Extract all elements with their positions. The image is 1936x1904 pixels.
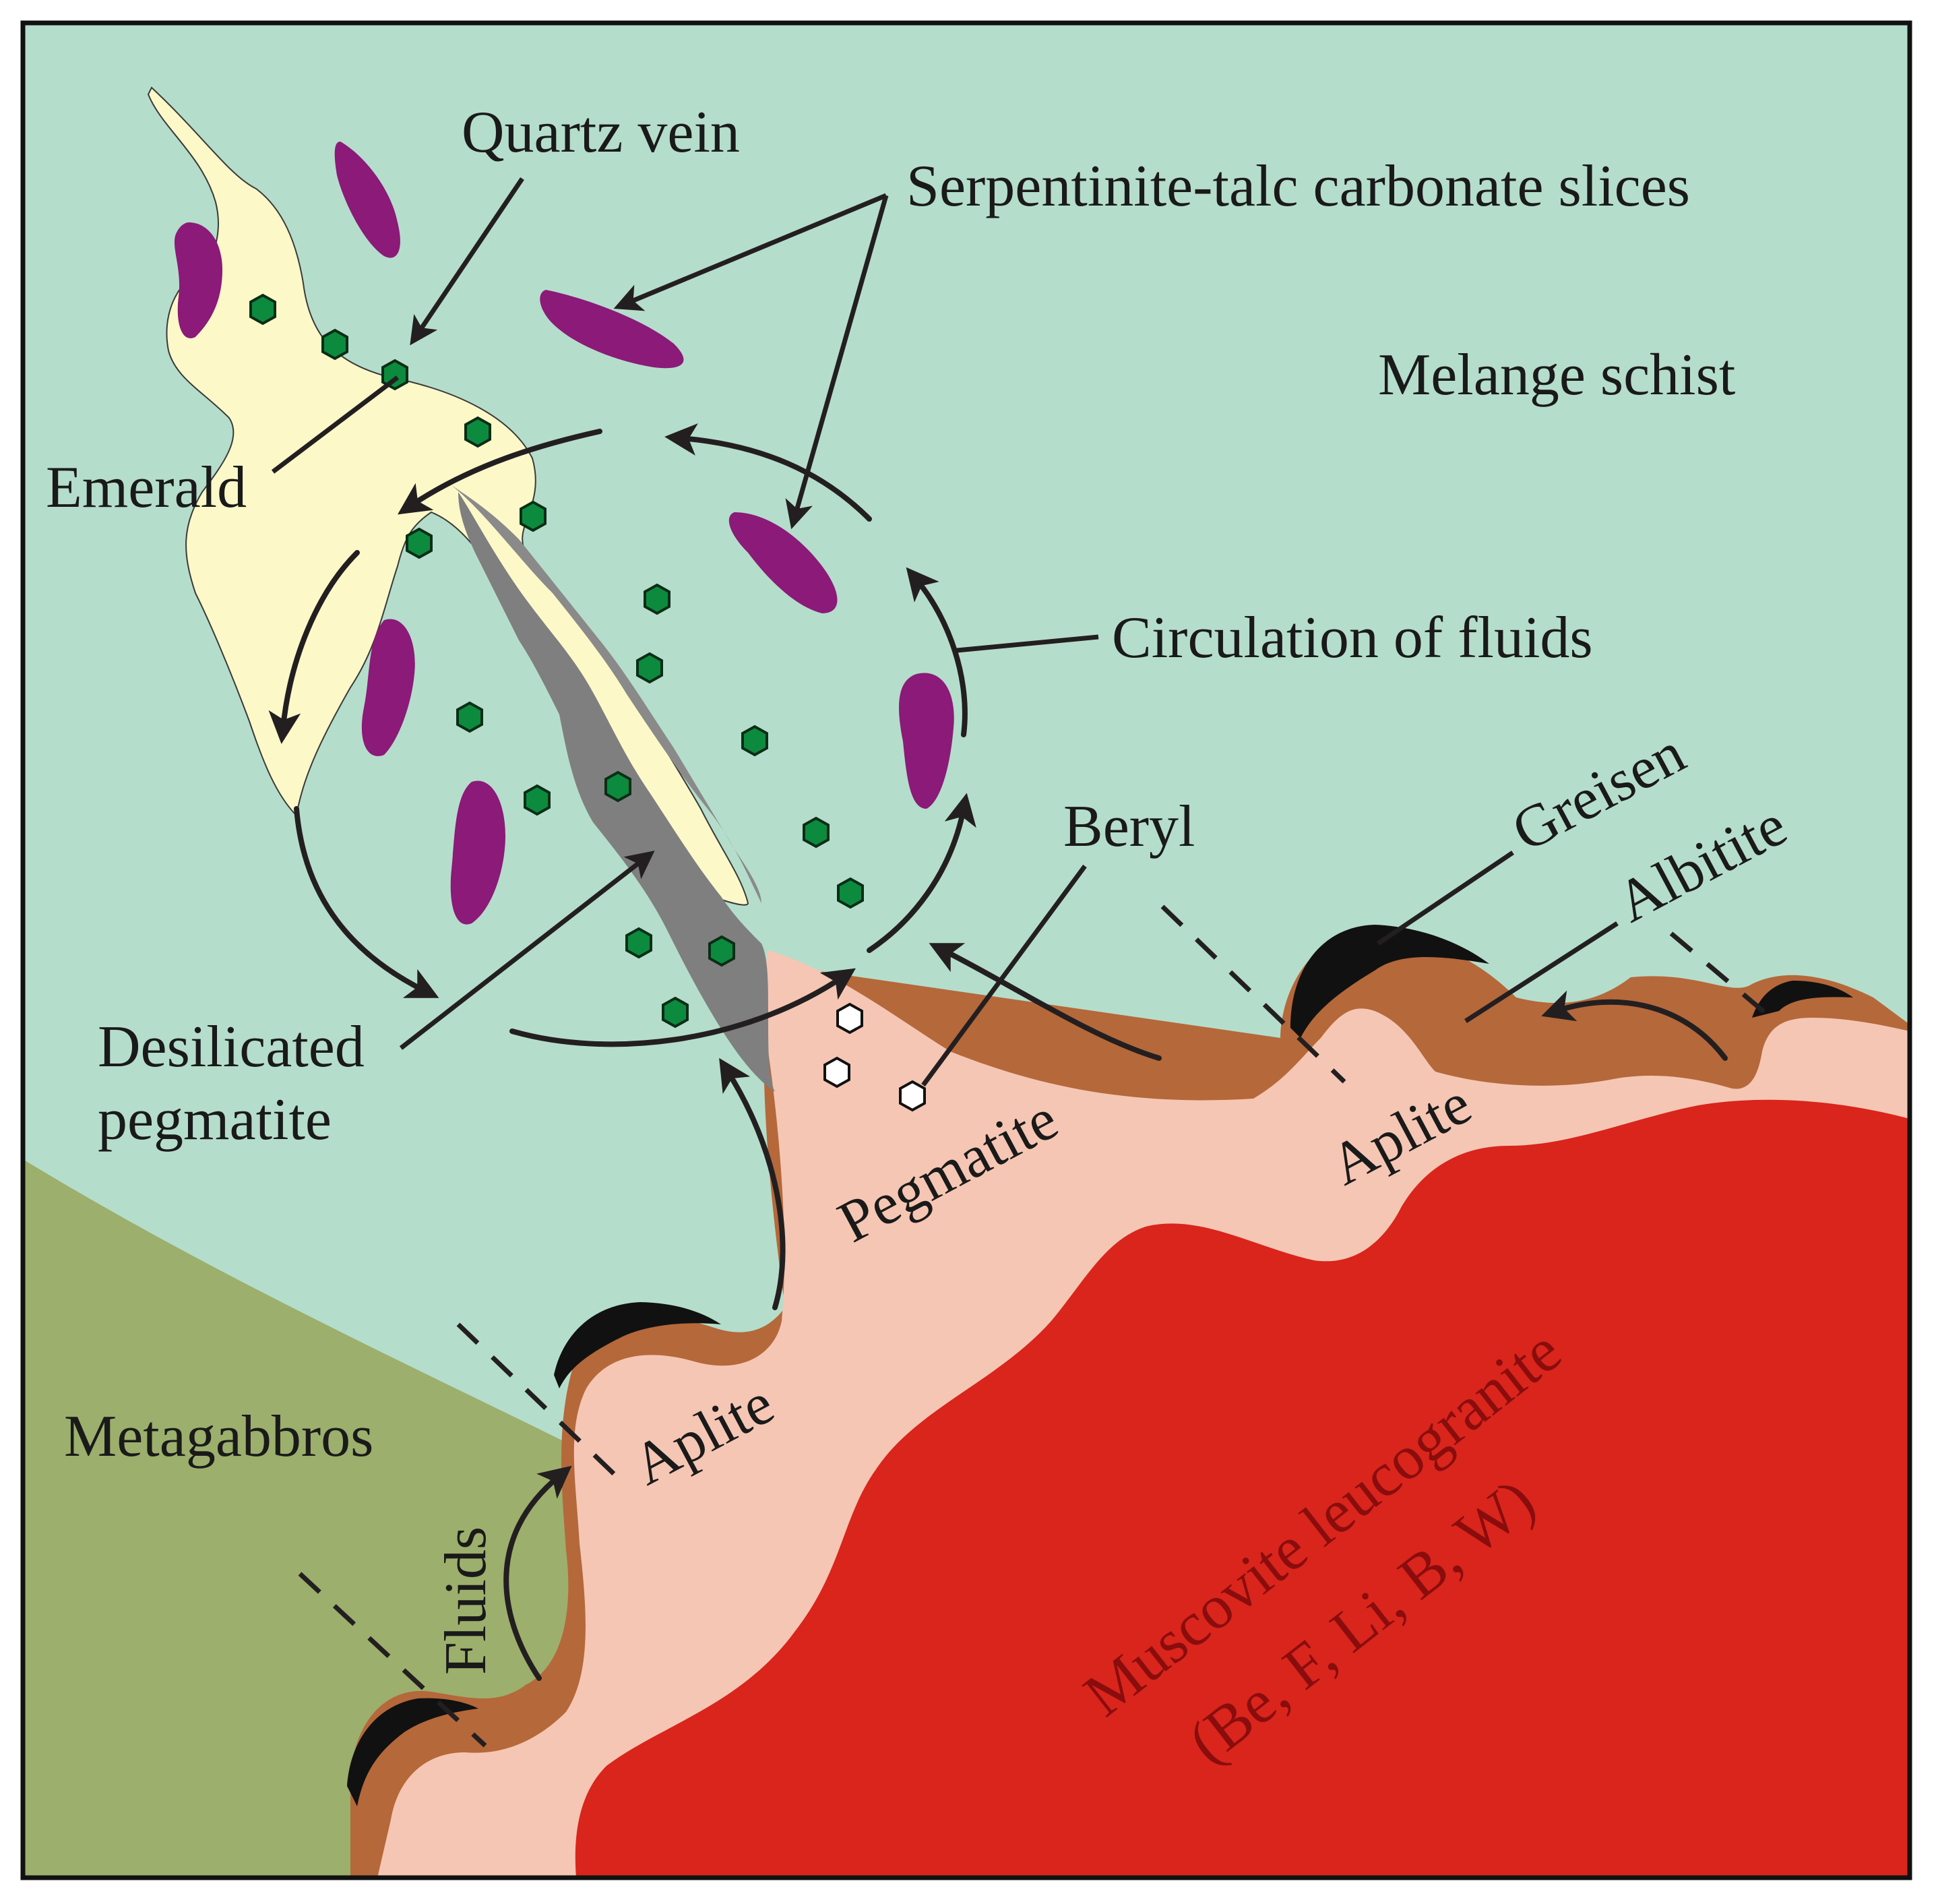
serpentinite-slice [728, 512, 838, 613]
desilicated-label-2: pegmatite [98, 1087, 332, 1153]
serpentinite-leader-2 [785, 195, 889, 530]
fluids-arrow [503, 1465, 572, 1681]
emerald-crystal [321, 328, 348, 361]
emerald-crystal [625, 927, 652, 959]
serpentinite-label: Serpentinite-talc carbonate slices [906, 154, 1690, 219]
desilicated-leader [399, 851, 655, 1050]
circulation-label: Circulation of fluids [1112, 605, 1593, 671]
circulation-arrow [268, 550, 360, 744]
leucogranite-body [575, 1099, 1910, 1878]
emerald-crystal [662, 996, 689, 1028]
emerald-crystal [803, 816, 830, 849]
beryl-leader [921, 864, 1087, 1087]
contact-dash [1160, 904, 1346, 1084]
greisen-cap-right [1290, 925, 1489, 1038]
metagabbros-label: Metagabbros [64, 1404, 373, 1469]
albitite-leader [1464, 921, 1619, 1023]
serpentinite-slice [899, 673, 954, 809]
albitite-arrow [1541, 990, 1728, 1061]
beryl-crystal [823, 1056, 850, 1088]
contact-dash [456, 1322, 629, 1488]
serpentinite-slices [174, 142, 954, 925]
greisen-leader [1377, 851, 1514, 946]
serpentinite-slice [361, 619, 415, 756]
serpentinite-slice [334, 142, 400, 258]
fluids-arrow [719, 1057, 786, 1310]
greisen-cap-far-right [1752, 981, 1853, 1018]
beryl-label: Beryl [1063, 794, 1195, 859]
emerald-crystal [604, 770, 631, 803]
emerald-crystal [741, 725, 768, 757]
serpentinite-slice [174, 222, 222, 338]
circulation-arrow [867, 793, 976, 953]
beryl-crystal [836, 1002, 863, 1035]
emerald-crystal [644, 583, 670, 615]
diagram-frame [20, 20, 1912, 1880]
contact-dash [298, 1572, 487, 1748]
emerald-crystal [456, 701, 483, 733]
leader-lines [271, 177, 1619, 1087]
emerald-crystal [837, 877, 864, 909]
circulation-arrow [294, 806, 439, 998]
emerald-crystal [520, 500, 547, 532]
emerald-crystals [249, 293, 864, 1028]
quartz-vein-label: Quartz vein [462, 100, 740, 165]
emerald-crystal [464, 416, 491, 448]
serpentinite-leader-1 [613, 193, 887, 311]
beryl-crystal [899, 1080, 926, 1112]
emerald-crystal [406, 527, 433, 559]
desilicated-label-1: Desilicated [98, 1014, 365, 1080]
emerald-crystal [524, 784, 551, 816]
circulation-arrow [906, 567, 968, 737]
circulation-arrow [929, 943, 1162, 1061]
circulation-leader [956, 634, 1099, 653]
greisen-cap-mid [554, 1302, 721, 1388]
emerald-leader [271, 375, 400, 474]
emerald-crystal [708, 935, 735, 967]
circulation-arrows [268, 423, 1728, 1681]
emerald-crystal [249, 293, 276, 326]
emerald-crystal [636, 652, 663, 684]
circulation-arrow [509, 968, 856, 1047]
emerald-label: Emerald [46, 455, 247, 520]
contact-dash [1669, 931, 1781, 1026]
circulation-arrow [664, 423, 872, 522]
serpentinite-slice [450, 780, 505, 925]
greisen-cap-left [347, 1698, 478, 1806]
serpentinite-slice [540, 290, 684, 369]
fluids-label: Fluids [433, 1527, 499, 1675]
contact-dashes [298, 904, 1781, 1748]
circulation-arrow [398, 429, 602, 515]
quartz-vein-leader [410, 177, 524, 346]
melange-schist-label: Melange schist [1378, 342, 1735, 408]
beryl-crystals [823, 1002, 926, 1112]
